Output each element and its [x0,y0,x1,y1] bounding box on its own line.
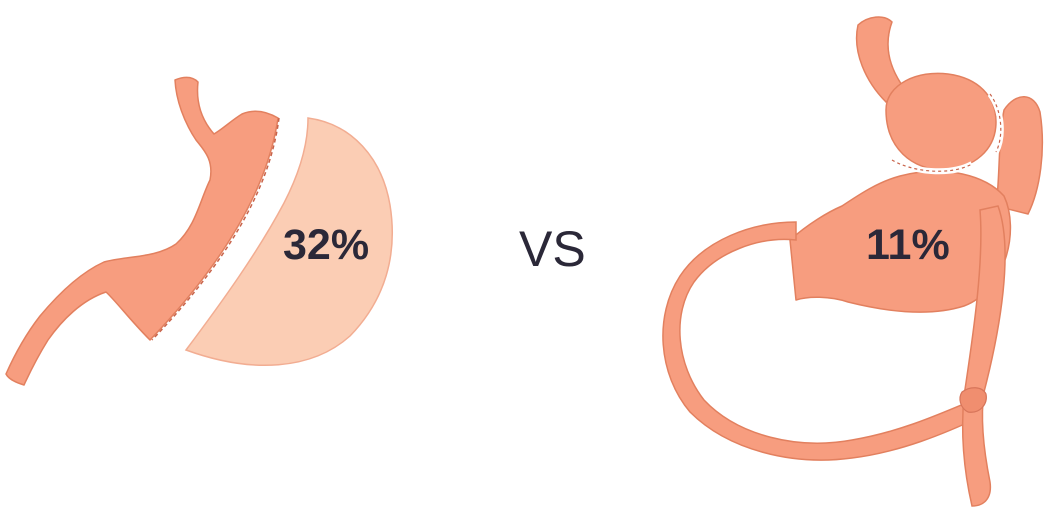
cut-gap [164,117,302,350]
sleeve-percentage-label: 32% [283,221,370,269]
lower-limb [961,391,992,507]
cut-line [151,117,280,341]
staple-line-lower-dash [891,159,973,172]
gastric-bypass-illustration [662,16,1044,507]
bypassed-stomach [789,170,1012,313]
esophagus [855,16,906,103]
vs-label: VS [519,221,586,277]
sleeve-stomach [5,76,279,386]
bypass-percentage-label: 11% [866,221,950,269]
anastomosis-joint [959,387,987,413]
sleeve-gastrectomy-illustration [5,76,393,386]
removed-stomach-portion [184,117,393,367]
gastric-pouch [885,72,997,171]
staple-line-side-dash [989,93,1002,153]
bypassed-fundus [995,96,1044,215]
